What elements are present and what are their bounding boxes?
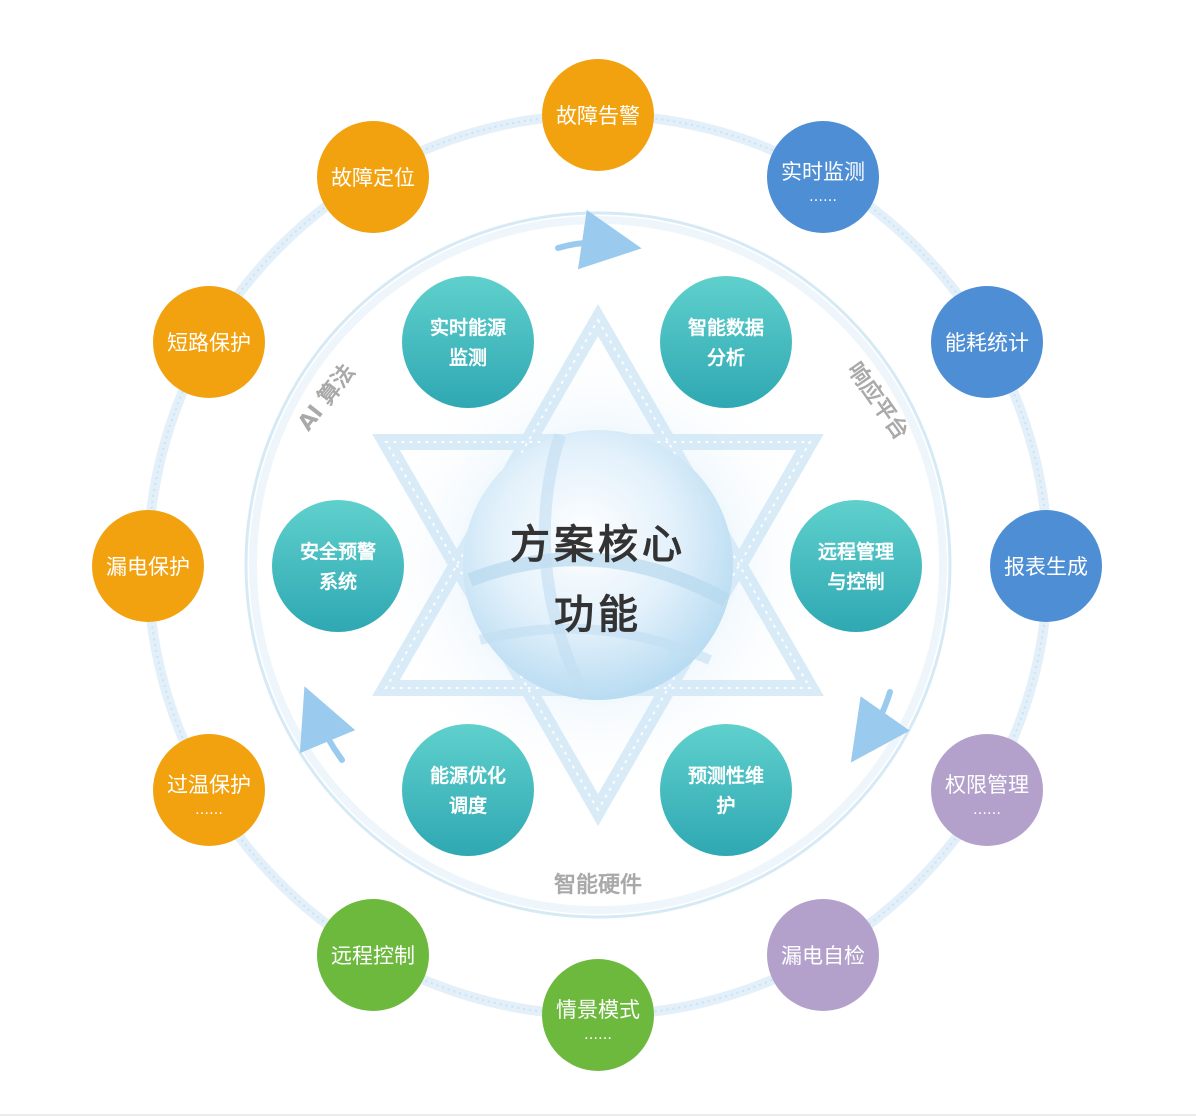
outer-node-more: ……: [809, 189, 837, 205]
inner-node-circle: [402, 724, 534, 856]
outer-node-circle: [542, 959, 654, 1071]
inner-node-label-line2: 护: [716, 794, 735, 817]
outer-node-label: 报表生成: [1004, 555, 1088, 579]
inner-node-label-line2: 调度: [449, 794, 488, 817]
inner-node-label-line1: 智能数据: [688, 316, 764, 339]
outer-node-circle: [767, 899, 879, 1011]
outer-node-circle: [990, 510, 1102, 622]
outer-node: 能耗统计: [931, 286, 1043, 398]
outer-node-circle: [767, 121, 879, 233]
outer-node-more: ……: [973, 802, 1001, 818]
outer-node: 漏电保护: [92, 510, 204, 622]
outer-node-circle: [153, 734, 265, 846]
outer-node: 远程控制: [317, 899, 429, 1011]
inner-node-circle: [660, 724, 792, 856]
outer-node-circle: [317, 899, 429, 1011]
outer-node-circle: [931, 286, 1043, 398]
arc-label-bottom: 智能硬件: [554, 872, 642, 898]
outer-node-circle: [542, 59, 654, 171]
outer-node-more: ……: [584, 1027, 612, 1043]
outer-node-label: 能耗统计: [945, 331, 1029, 355]
outer-node: 情景模式 ……: [542, 959, 654, 1071]
arrow-top-icon: [555, 209, 642, 270]
inner-node-circle: [272, 500, 404, 632]
outer-node-more: ……: [195, 802, 223, 818]
arrow-left-icon: [299, 686, 356, 763]
footer-divider: [0, 1114, 1196, 1116]
center-title-line2: 功能: [554, 592, 642, 638]
outer-node-label: 实时监测: [781, 160, 865, 184]
inner-node-label-line2: 与控制: [827, 570, 884, 593]
outer-node-label: 故障告警: [556, 104, 640, 128]
outer-node-label: 情景模式: [556, 998, 640, 1022]
inner-node-label-line1: 预测性维: [688, 764, 764, 787]
outer-node-circle: [153, 286, 265, 398]
inner-node-label-line1: 能源优化: [430, 764, 506, 787]
inner-node-label-line2: 系统: [319, 570, 357, 593]
outer-node-label: 过温保护: [167, 773, 251, 797]
outer-node: 实时监测 ……: [767, 121, 879, 233]
outer-node: 报表生成: [990, 510, 1102, 622]
outer-node: 故障定位: [317, 121, 429, 233]
inner-node-label-line1: 安全预警: [300, 540, 376, 563]
inner-node-label-line1: 实时能源: [430, 316, 506, 339]
inner-node-label-line1: 远程管理: [818, 540, 894, 563]
globe-icon: [463, 430, 733, 701]
outer-node: 短路保护: [153, 286, 265, 398]
inner-node-circle: [660, 276, 792, 408]
outer-node-label: 远程控制: [331, 944, 415, 968]
inner-node-circle: [402, 276, 534, 408]
inner-node-label-line2: 监测: [449, 346, 487, 369]
outer-node: 过温保护 ……: [153, 734, 265, 846]
inner-node-circle: [790, 500, 922, 632]
outer-node-label: 权限管理: [945, 773, 1029, 797]
outer-node-circle: [317, 121, 429, 233]
outer-node-circle: [92, 510, 204, 622]
outer-node-circle: [931, 734, 1043, 846]
inner-node-label-line2: 分析: [707, 346, 745, 369]
outer-node-label: 漏电自检: [781, 944, 865, 968]
outer-node: 故障告警: [542, 59, 654, 171]
outer-node-label: 漏电保护: [106, 555, 190, 579]
outer-node-label: 故障定位: [331, 166, 415, 190]
arrow-right-icon: [850, 689, 910, 763]
center-title-line1: 方案核心: [510, 522, 686, 568]
outer-node-label: 短路保护: [167, 331, 251, 355]
outer-node: 权限管理 ……: [931, 734, 1043, 846]
outer-node: 漏电自检: [767, 899, 879, 1011]
